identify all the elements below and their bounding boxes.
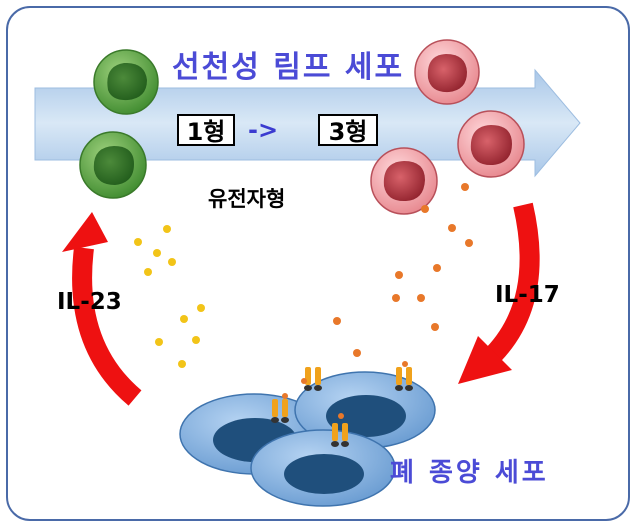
lung-tumor-cells-title: 폐 종양 세포 — [390, 458, 549, 488]
receptor-icon — [271, 393, 289, 423]
genotype-label: 유전자형 — [208, 187, 286, 211]
il17-curved-arrow — [458, 202, 540, 384]
innate-lymphoid-cells-title: 선천성 림프 세포 — [172, 50, 405, 85]
il17-label: IL-17 — [495, 282, 560, 308]
il17-dots — [333, 183, 473, 357]
receptor-icon — [301, 367, 322, 391]
type1-box: 1형 — [177, 114, 235, 146]
green-lymphoid-cell-icon — [93, 49, 159, 115]
il23-dots — [134, 225, 205, 368]
il23-curved-arrow — [62, 212, 142, 406]
diagram-frame — [6, 6, 630, 521]
receptor-icon — [395, 361, 413, 391]
il23-label: IL-23 — [57, 289, 122, 315]
red-lymphoid-cell-icon — [457, 110, 525, 178]
red-lymphoid-cell-icon — [370, 147, 438, 215]
tumor-cell-icon — [250, 429, 396, 507]
type-transition-arrow: -> — [248, 116, 279, 144]
red-lymphoid-cell-icon — [414, 39, 480, 105]
receptor-icon — [331, 413, 349, 447]
type3-box: 3형 — [318, 114, 378, 146]
green-lymphoid-cell-icon — [79, 131, 147, 199]
